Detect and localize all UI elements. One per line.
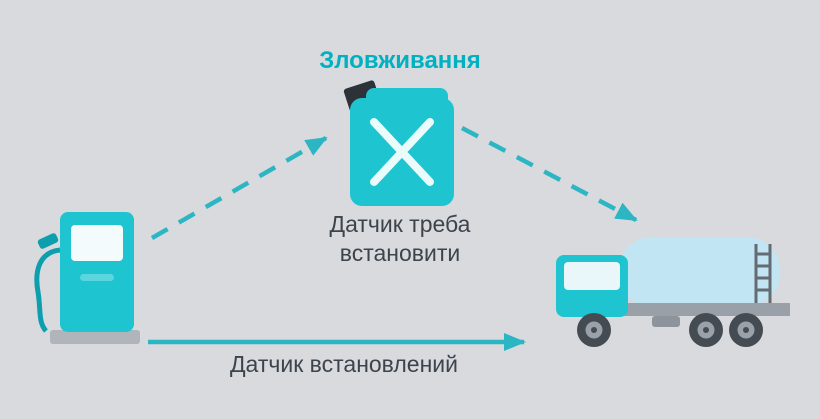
tanker-truck-icon <box>556 237 790 347</box>
dashed-arrow-jerrycan-to-truck <box>460 126 638 222</box>
solid-arrow-label: Датчик встановлений <box>230 351 458 377</box>
dashed-arrow-pump-to-jerrycan <box>150 136 328 240</box>
truck-wheel-rear-2 <box>729 313 763 347</box>
jerrycan-icon <box>343 80 454 206</box>
fuel-pump-icon <box>34 212 140 344</box>
ladder-icon <box>754 244 772 303</box>
jerrycan-label-line2: встановити <box>340 240 460 266</box>
jerrycan-label-line1: Датчик треба <box>330 211 471 237</box>
diagram-title: Зловживання <box>319 47 481 74</box>
truck-wheel-front <box>577 313 611 347</box>
truck-wheel-rear-1 <box>689 313 723 347</box>
